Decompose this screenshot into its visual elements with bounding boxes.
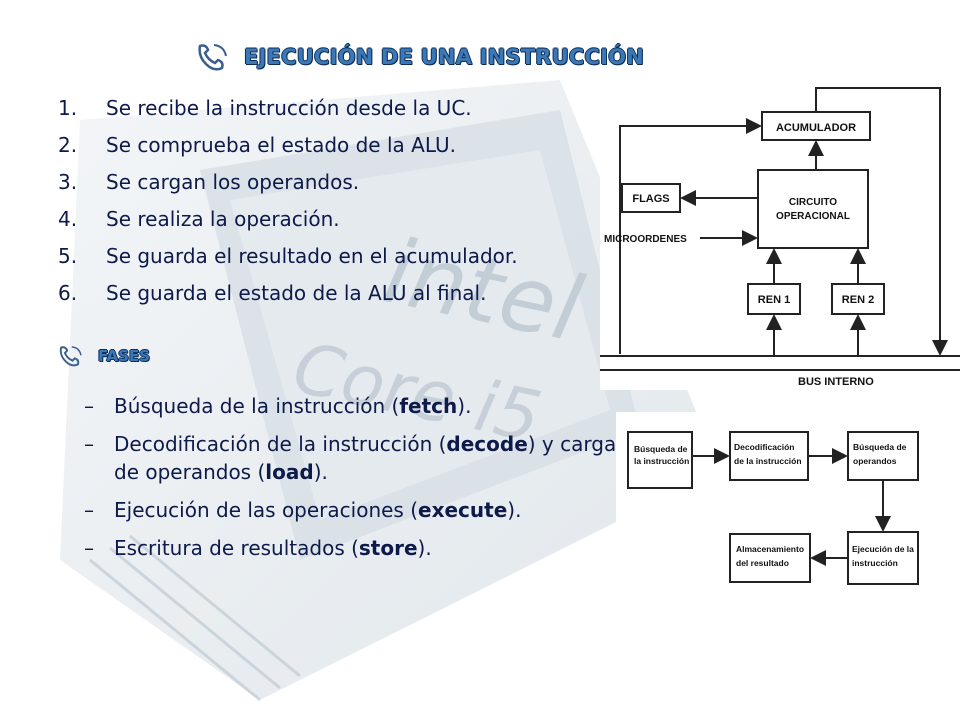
- acumulador-label: ACUMULADOR: [776, 122, 856, 134]
- ren1-label: REN 1: [758, 294, 790, 306]
- list-item: –Ejecución de las operaciones (execute).: [84, 498, 522, 522]
- circuito-label-1: CIRCUITO: [789, 197, 837, 208]
- phases-list: –Búsqueda de la instrucción (fetch). –De…: [84, 392, 624, 572]
- fase-operandos-2: operandos: [853, 456, 897, 466]
- fase-almacenamiento-2: del resultado: [736, 558, 789, 568]
- fase-ejecucion-2: instrucción: [852, 558, 898, 568]
- list-item: –Escritura de resultados (store).: [84, 536, 432, 560]
- phone-icon: [59, 346, 82, 367]
- phone-icon: [198, 44, 227, 71]
- phases-title: FASES: [98, 347, 150, 365]
- phases-heading: FASES: [58, 344, 150, 368]
- list-item: 6.Se guarda el estado de la ALU al final…: [58, 281, 487, 305]
- title-heading: EJECUCIÓN DE UNA INSTRUCCIÓN: [196, 42, 644, 72]
- list-item: –Decodificación de la instrucción (decod…: [84, 432, 617, 484]
- bus-label: BUS INTERNO: [798, 376, 874, 388]
- list-item: –Búsqueda de la instrucción (fetch).: [84, 394, 472, 418]
- alu-block-diagram: ACUMULADOR CIRCUITO OPERACIONAL FLAGS MI…: [600, 70, 960, 390]
- fase-operandos-1: Búsqueda de: [853, 442, 907, 452]
- page-title: EJECUCIÓN DE UNA INSTRUCCIÓN: [244, 45, 644, 69]
- flags-label: FLAGS: [632, 193, 669, 205]
- fase-ejecucion-1: Ejecución de la: [852, 544, 914, 554]
- microordenes-label: MICROORDENES: [604, 234, 687, 245]
- phases-flow-diagram: Búsqueda de la instrucción Decodificació…: [616, 412, 960, 602]
- list-item: 5.Se guarda el resultado en el acumulado…: [58, 244, 518, 268]
- list-item: 3.Se cargan los operandos.: [58, 170, 360, 194]
- ren2-label: REN 2: [842, 294, 874, 306]
- list-item: 2.Se comprueba el estado de la ALU.: [58, 133, 456, 157]
- fase-busqueda-2: la instrucción: [634, 456, 689, 466]
- circuito-label-2: OPERACIONAL: [776, 211, 850, 222]
- fase-decodificacion-1: Decodificación: [734, 442, 794, 452]
- steps-list: 1.Se recibe la instrucción desde la UC. …: [58, 96, 518, 318]
- fase-almacenamiento-1: Almacenamiento: [736, 544, 804, 554]
- list-item: 1.Se recibe la instrucción desde la UC.: [58, 96, 472, 120]
- list-item: 4.Se realiza la operación.: [58, 207, 340, 231]
- fase-decodificacion-2: de la instrucción: [734, 456, 802, 466]
- fase-busqueda-1: Búsqueda de: [634, 444, 688, 454]
